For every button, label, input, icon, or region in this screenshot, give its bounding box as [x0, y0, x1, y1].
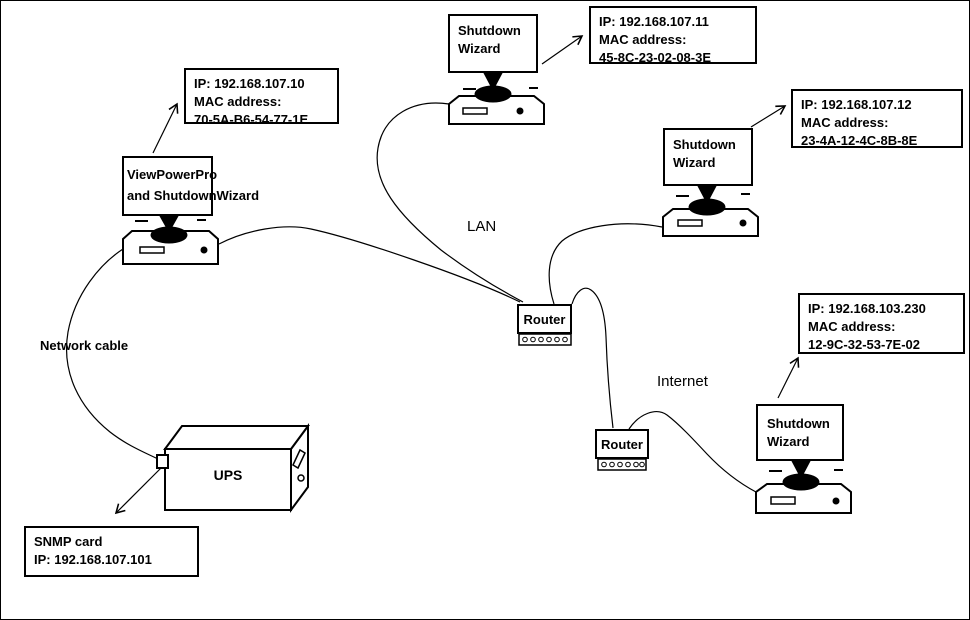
cable-lan-pc-to-router — [376, 102, 524, 303]
viewpower-label: ViewPowerPro and ShutdownWizard — [127, 167, 260, 203]
network-cable-label: Network cable — [40, 338, 129, 353]
ip-box-top-pc: IP: 192.168.107.11 MAC address: 45-8C-23… — [589, 6, 757, 65]
snmp-card-slot — [156, 454, 169, 469]
arrow-to-ip230-box — [777, 356, 800, 399]
shutdown-right-monitor — [663, 128, 753, 186]
router-lan: Router — [517, 304, 572, 334]
router-wan: Router — [595, 429, 649, 459]
ip-box-main-pc: IP: 192.168.107.10 MAC address: 70-5A-B6… — [184, 68, 339, 127]
power-dot — [200, 246, 208, 254]
power-dot — [739, 219, 747, 227]
viewpower-computer-icon — [122, 215, 219, 265]
ip-box-right-pc: IP: 192.168.107.12 MAC address: 23-4A-12… — [791, 89, 963, 148]
shutdown-bottom-computer-icon — [755, 460, 852, 514]
ups-label: UPS — [213, 467, 243, 483]
disk-slot — [677, 219, 703, 227]
arrow-to-ip10-box — [152, 102, 179, 154]
power-dot — [516, 107, 524, 115]
cable-router-to-bottom-pc — [628, 411, 757, 493]
cable-viewpower-to-router — [218, 226, 521, 303]
shutdown-bottom-monitor — [756, 404, 844, 461]
router-wan-ports — [597, 458, 647, 471]
disk-slot — [139, 246, 165, 254]
arrow-to-snmp-box — [114, 467, 162, 515]
arrow-to-ip12-box — [750, 105, 787, 128]
disk-slot — [462, 107, 488, 115]
disk-slot — [770, 496, 796, 505]
ups-icon — [156, 422, 310, 514]
shutdown-right-computer-icon — [662, 185, 759, 237]
ups-side-vent — [292, 448, 306, 470]
shutdown-right-label: Shutdown Wizard — [673, 137, 736, 170]
lan-label: LAN — [467, 218, 497, 235]
shutdown-top-computer-icon — [448, 72, 545, 125]
viewpower-monitor — [122, 156, 213, 216]
snmp-card-box: SNMP card IP: 192.168.107.101 — [24, 526, 199, 577]
router-wan-label: Router — [601, 436, 643, 452]
internet-label: Internet — [657, 373, 708, 390]
cable-router-to-right-pc — [548, 223, 663, 305]
ups-side-knob — [297, 474, 305, 482]
shutdown-top-monitor — [448, 14, 538, 73]
cable-router-to-router — [571, 287, 614, 429]
network-cable-line — [66, 248, 159, 460]
power-dot — [832, 497, 840, 505]
router-lan-ports — [518, 333, 572, 346]
ip-box-bottom-pc: IP: 192.168.103.230 MAC address: 12-9C-3… — [798, 293, 965, 354]
shutdown-top-label: Shutdown Wizard — [458, 23, 521, 56]
shutdown-bottom-label: Shutdown Wizard — [767, 416, 830, 449]
arrow-to-ip11-box — [541, 35, 584, 65]
router-lan-label: Router — [523, 311, 566, 327]
